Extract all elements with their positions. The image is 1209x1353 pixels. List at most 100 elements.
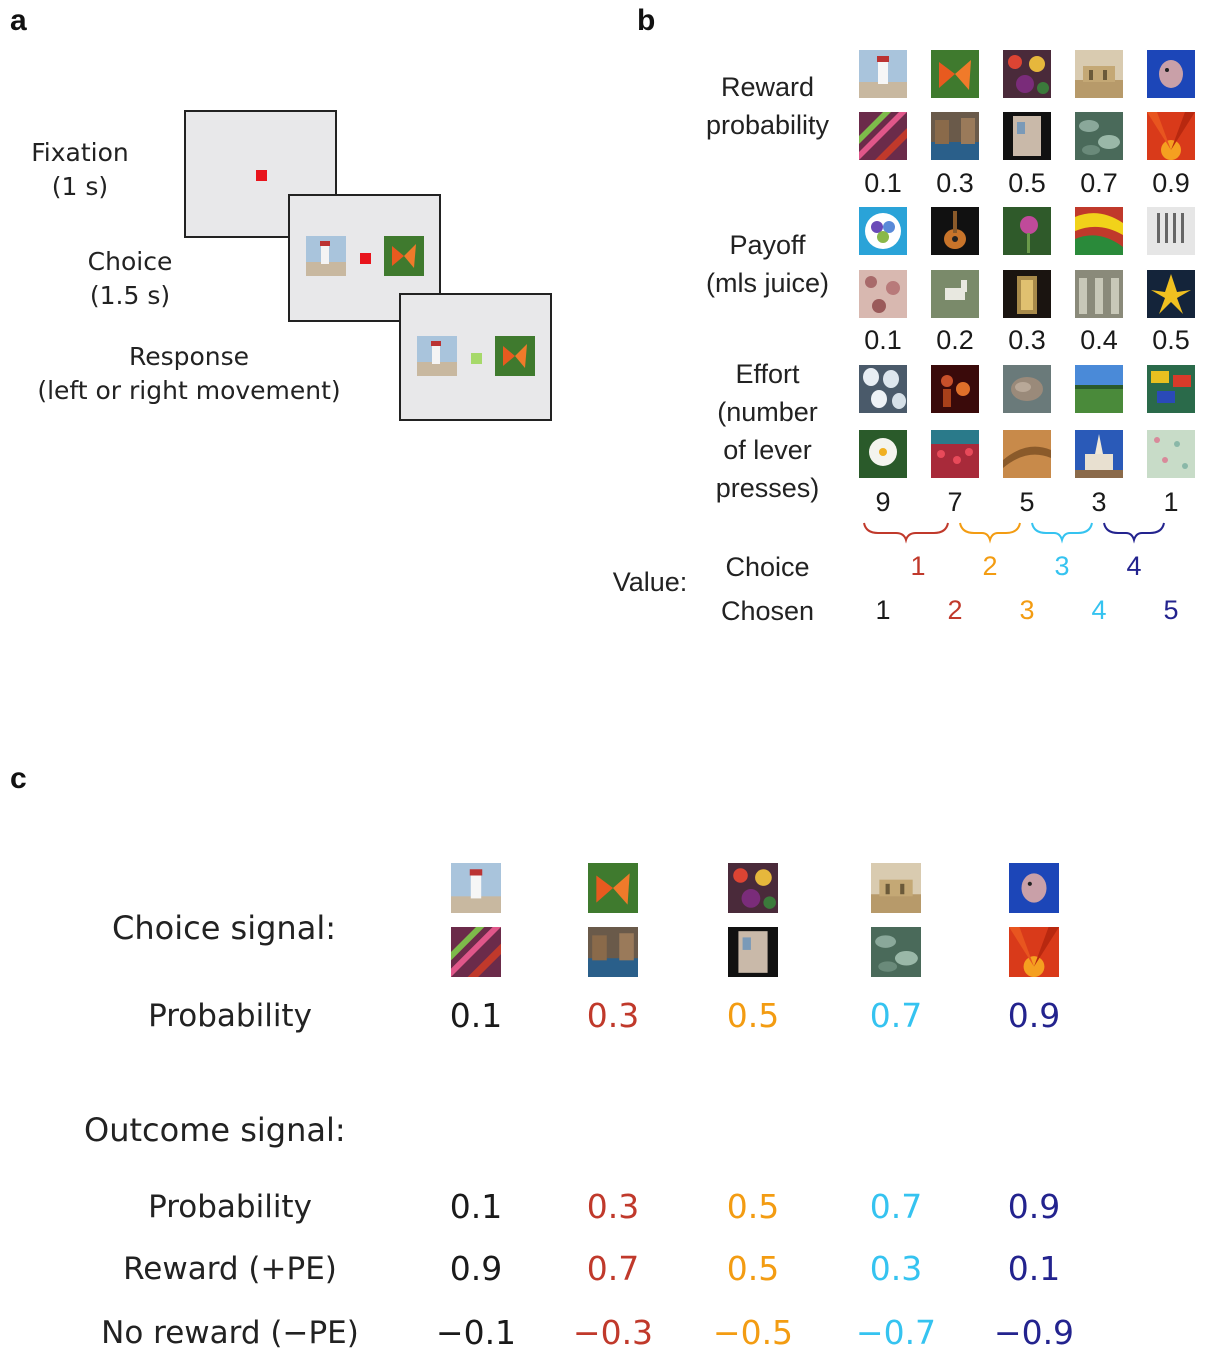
- panel-label-b: b: [637, 4, 656, 37]
- value-braces: [863, 522, 1165, 544]
- reward-value: 0.7: [1080, 168, 1118, 198]
- chosen-value: 2: [947, 595, 963, 625]
- choice-value: 2: [982, 551, 998, 581]
- flowers-icon: [1003, 50, 1051, 98]
- choice-prob-value: 0.5: [726, 996, 780, 1035]
- brace-value-2: [959, 522, 1021, 544]
- effort-label-line3: of lever: [723, 435, 812, 465]
- reward-value: 0.9: [449, 1249, 503, 1288]
- arcade-icon: [1075, 270, 1123, 318]
- payoff-label-line1: Payoff: [729, 230, 806, 260]
- effort-label-line4: presses): [715, 473, 820, 503]
- canal-icon: [931, 112, 979, 160]
- reward-value: 0.7: [586, 1249, 640, 1288]
- pattern-icon: [859, 270, 907, 318]
- lighthouse-icon: [417, 336, 457, 376]
- reward-value: 0.1: [864, 168, 902, 198]
- bricks-icon: [1147, 365, 1195, 413]
- effort-value: 5: [1019, 487, 1035, 517]
- chosen-value: 5: [1163, 595, 1179, 625]
- choice-value: 3: [1054, 551, 1070, 581]
- reward-probability-label: Reward probability: [680, 68, 855, 144]
- choice-signal-heading: Choice signal:: [112, 909, 336, 947]
- figures-icon: [931, 365, 979, 413]
- fixation-point: [256, 170, 267, 181]
- lighthouse-icon: [451, 863, 501, 913]
- petals-icon: [1147, 112, 1195, 160]
- payoff-value: 0.2: [936, 325, 974, 355]
- noreward-pe-label: No reward (−PE): [101, 1315, 359, 1351]
- sand-icon: [1003, 430, 1051, 478]
- choice-prob-value: 0.3: [586, 996, 640, 1035]
- choice-prob-value: 0.9: [1007, 996, 1061, 1035]
- fixation-label-line1: Fixation: [31, 138, 129, 167]
- fish-icon: [1009, 863, 1059, 913]
- payoff-value: 0.3: [1008, 325, 1046, 355]
- panel-label-a: a: [10, 4, 27, 37]
- choice-value: 1: [910, 551, 926, 581]
- petals-icon: [1009, 927, 1059, 977]
- payoff-value: 0.4: [1080, 325, 1118, 355]
- response-feedback-point: [471, 353, 482, 364]
- chosen-value: 3: [1019, 595, 1035, 625]
- choice-label-line1: Choice: [87, 247, 173, 276]
- response-label-line1: Response: [128, 342, 250, 371]
- eggs-icon: [859, 365, 907, 413]
- noreward-value: −0.1: [435, 1313, 517, 1352]
- outcome-prob-value: 0.9: [1007, 1187, 1061, 1226]
- outcome-signal-heading: Outcome signal:: [84, 1111, 346, 1149]
- brace-value-3: [1031, 522, 1093, 544]
- chosen-value: 4: [1091, 595, 1107, 625]
- butterfly-icon: [384, 236, 424, 276]
- guitar-icon: [931, 207, 979, 255]
- ruins-icon: [1075, 50, 1123, 98]
- effort-value: 7: [947, 487, 963, 517]
- fabric-icon: [451, 927, 501, 977]
- payoff-label: Payoff (mls juice): [680, 226, 855, 302]
- rose-icon: [859, 430, 907, 478]
- balloons-icon: [859, 207, 907, 255]
- effort-value: 9: [875, 487, 891, 517]
- reward-value: 0.5: [726, 1249, 780, 1288]
- choice-value: 4: [1126, 551, 1142, 581]
- response-label-line2: (left or right movement): [37, 376, 341, 405]
- noreward-value: −0.5: [712, 1313, 794, 1352]
- choice-prob-value: 0.1: [449, 996, 503, 1035]
- reward-pe-label: Reward (+PE): [123, 1251, 337, 1287]
- leaves-icon: [871, 927, 921, 977]
- fixation-label-line2: (1 s): [51, 172, 109, 201]
- payoff-value: 0.5: [1152, 325, 1190, 355]
- reward-value: 0.3: [936, 168, 974, 198]
- payoff-label-line2: (mls juice): [705, 268, 829, 298]
- outcome-prob-value: 0.3: [586, 1187, 640, 1226]
- response-screen: [399, 293, 552, 421]
- fish-icon: [1147, 50, 1195, 98]
- room-icon: [728, 927, 778, 977]
- cutlery-icon: [1147, 207, 1195, 255]
- outcome-prob-value: 0.7: [869, 1187, 923, 1226]
- flag-icon: [1075, 207, 1123, 255]
- noreward-value: −0.7: [855, 1313, 937, 1352]
- reward-value: 0.1: [1007, 1249, 1061, 1288]
- canal-icon: [588, 927, 638, 977]
- lighthouse-icon: [306, 236, 346, 276]
- choice-label-line2: (1.5 s): [89, 281, 171, 310]
- effort-label-line1: Effort: [735, 359, 800, 389]
- brace-value-1: [863, 522, 949, 544]
- noreward-value: −0.9: [993, 1313, 1075, 1352]
- butterfly-icon: [931, 50, 979, 98]
- thistle-icon: [1003, 207, 1051, 255]
- noreward-value: −0.3: [572, 1313, 654, 1352]
- brace-value-4: [1103, 522, 1165, 544]
- butterfly-icon: [588, 863, 638, 913]
- temple-icon: [1075, 430, 1123, 478]
- effort-value: 3: [1091, 487, 1107, 517]
- room-icon: [1003, 112, 1051, 160]
- reward-value: 0.3: [869, 1249, 923, 1288]
- field-icon: [1075, 365, 1123, 413]
- outcome-prob-value: 0.5: [726, 1187, 780, 1226]
- reward-value: 0.5: [1008, 168, 1046, 198]
- flowers-icon: [728, 863, 778, 913]
- reward-label-line1: Reward: [720, 72, 815, 102]
- effort-label: Effort (number of lever presses): [680, 355, 855, 507]
